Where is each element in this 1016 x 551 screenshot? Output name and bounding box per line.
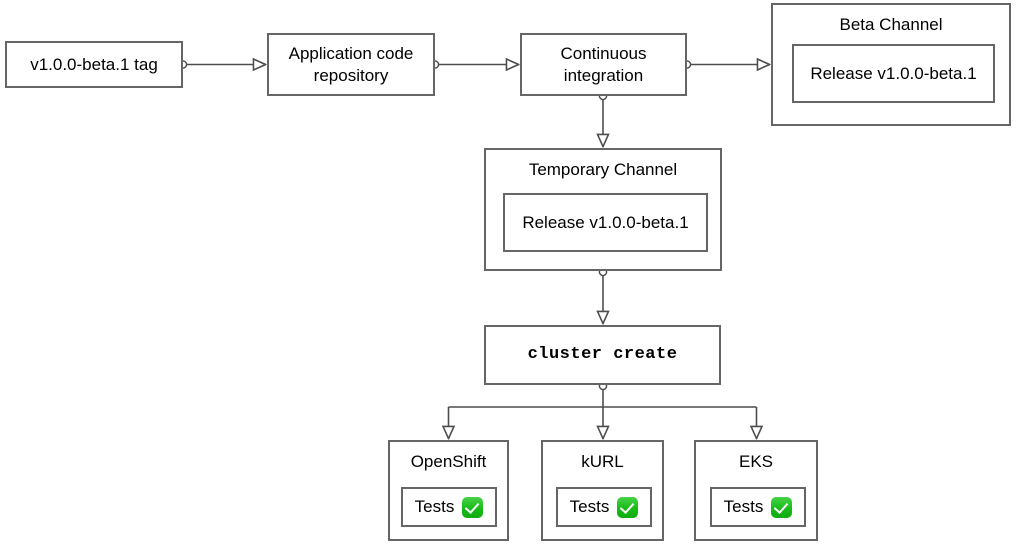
node-cluster-create-label: cluster create: [527, 345, 678, 365]
node-continuous-integration[interactable]: Continuous integration: [520, 33, 687, 96]
temporary-channel-release-box[interactable]: Release v1.0.0-beta.1: [503, 193, 708, 252]
node-cluster-create[interactable]: cluster create: [484, 325, 721, 385]
target-kurl-tests-box[interactable]: Tests: [556, 487, 652, 527]
node-target-eks[interactable]: EKS Tests: [694, 440, 818, 541]
target-kurl-tests-label: Tests: [569, 497, 610, 517]
beta-channel-release-label: Release v1.0.0-beta.1: [810, 63, 977, 83]
beta-channel-release-box[interactable]: Release v1.0.0-beta.1: [792, 44, 995, 103]
node-application-code-repository-label: Application code repository: [288, 44, 414, 85]
target-openshift-title: OpenShift: [410, 452, 487, 471]
node-application-code-repository[interactable]: Application code repository: [267, 33, 435, 96]
beta-channel-title: Beta Channel: [839, 15, 943, 34]
target-kurl-title: kURL: [581, 452, 624, 471]
node-tag[interactable]: v1.0.0-beta.1 tag: [5, 41, 183, 88]
target-openshift-tests-box[interactable]: Tests: [401, 487, 497, 527]
node-target-openshift[interactable]: OpenShift Tests: [388, 440, 509, 541]
node-temporary-channel[interactable]: Temporary Channel Release v1.0.0-beta.1: [484, 148, 722, 271]
node-beta-channel[interactable]: Beta Channel Release v1.0.0-beta.1: [771, 3, 1011, 126]
white-check-mark-icon: [617, 496, 639, 518]
node-tag-label: v1.0.0-beta.1 tag: [30, 54, 158, 74]
target-eks-tests-label: Tests: [723, 497, 764, 517]
node-target-kurl[interactable]: kURL Tests: [541, 440, 664, 541]
temporary-channel-release-label: Release v1.0.0-beta.1: [522, 212, 689, 232]
target-openshift-tests-label: Tests: [414, 497, 455, 517]
target-eks-tests-box[interactable]: Tests: [710, 487, 806, 527]
temporary-channel-title: Temporary Channel: [528, 160, 678, 179]
node-continuous-integration-label: Continuous integration: [560, 44, 647, 85]
white-check-mark-icon: [462, 496, 484, 518]
white-check-mark-icon: [771, 496, 793, 518]
target-eks-title: EKS: [738, 452, 774, 471]
